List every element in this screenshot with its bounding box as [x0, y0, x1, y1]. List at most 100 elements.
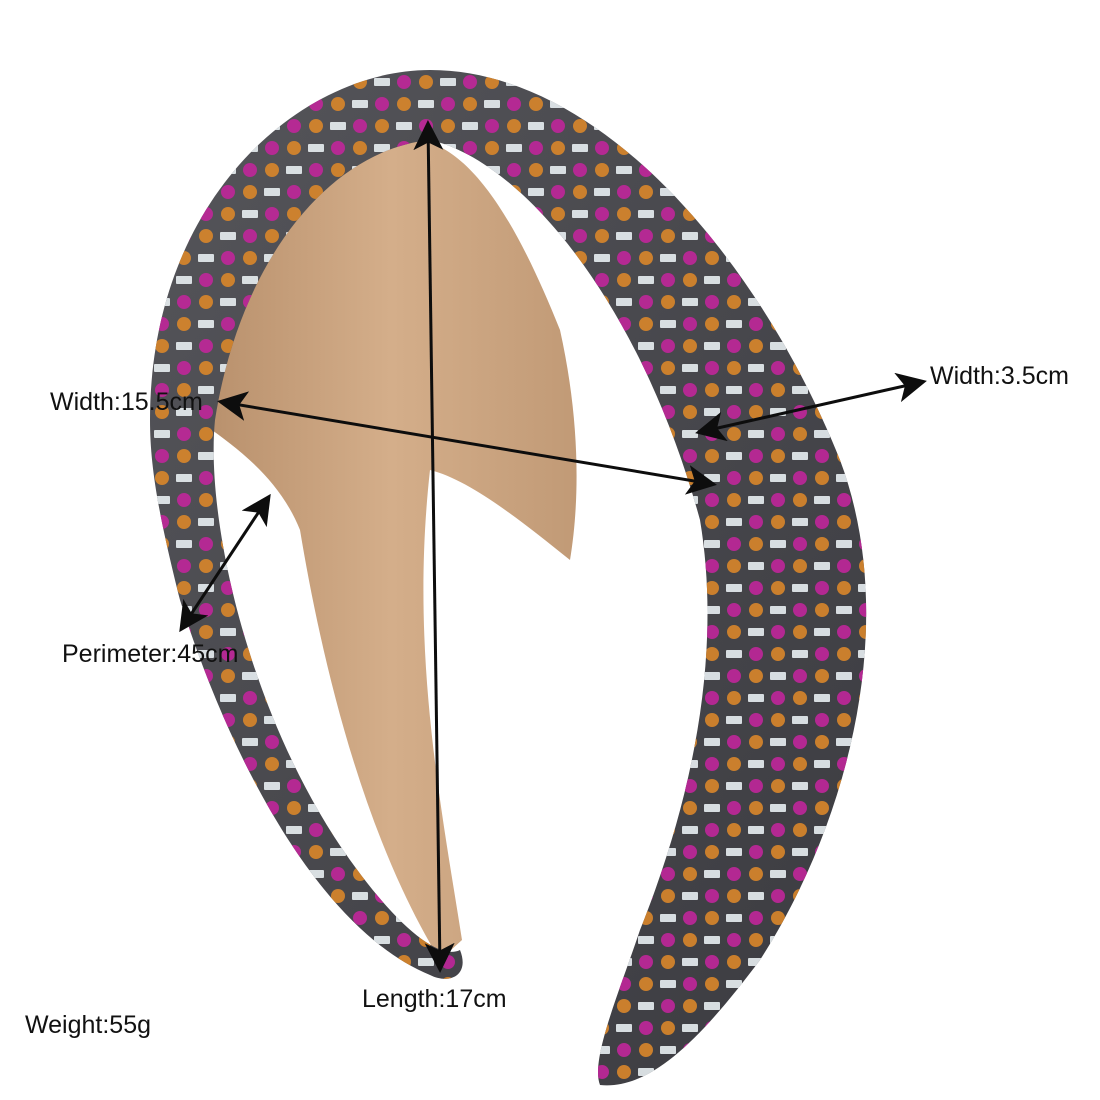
rhinestone [507, 163, 521, 177]
rhinestone [155, 581, 169, 595]
rhinestone [287, 779, 301, 793]
rhinestone [815, 515, 829, 529]
rhinestone [748, 100, 764, 108]
rhinestone [573, 977, 587, 991]
rhinestone [221, 845, 235, 859]
rhinestone [507, 1043, 521, 1057]
rhinestone [726, 188, 742, 196]
rhinestone [638, 1068, 654, 1076]
rhinestone [133, 625, 147, 639]
rhinestone [595, 405, 609, 419]
rhinestone [507, 581, 521, 595]
rhinestone [748, 958, 764, 966]
rhinestone [463, 1087, 477, 1100]
rhinestone [177, 691, 191, 705]
rhinestone [242, 1068, 258, 1076]
rhinestone [837, 361, 851, 375]
arrow-width-large [217, 391, 717, 495]
rhinestone [771, 163, 785, 177]
rhinestone [199, 955, 213, 969]
rhinestone [793, 163, 807, 177]
rhinestone [770, 342, 786, 350]
rhinestone [859, 273, 867, 287]
rhinestone [859, 1087, 873, 1100]
rhinestone [220, 100, 236, 108]
rhinestone [815, 251, 829, 265]
rhinestone [727, 801, 741, 815]
rhinestone [771, 625, 785, 639]
rhinestone [836, 144, 852, 152]
rhinestone [528, 188, 544, 196]
rhinestone [815, 185, 829, 199]
rhinestone [793, 691, 807, 705]
rhinestone [463, 97, 477, 111]
rhinestone [683, 845, 697, 859]
rhinestone [286, 562, 302, 570]
rhinestone [155, 185, 169, 199]
rhinestone [726, 254, 742, 262]
rhinestone [572, 738, 588, 746]
rhinestone [616, 496, 632, 504]
rhinestone [220, 1090, 236, 1098]
rhinestone [859, 757, 867, 771]
rhinestone [265, 1087, 279, 1100]
rhinestone [528, 1046, 544, 1054]
rhinestone [485, 911, 499, 925]
rhinestone [243, 757, 257, 771]
rhinestone [617, 647, 631, 661]
rhinestone [572, 342, 588, 350]
rhinestone [705, 845, 719, 859]
rhinestone [396, 56, 412, 64]
rhinestone [484, 100, 500, 108]
rhinestone [595, 1065, 609, 1079]
rhinestone [462, 56, 478, 64]
rhinestone [594, 56, 610, 64]
rhinestone [617, 933, 631, 947]
rhinestone [837, 713, 851, 727]
rhinestone [133, 295, 147, 309]
rhinestone [154, 364, 170, 372]
rhinestone [155, 603, 169, 617]
rhinestone [265, 735, 279, 749]
rhinestone [727, 691, 741, 705]
rhinestone [595, 1021, 609, 1035]
rhinestone [220, 298, 236, 306]
rhinestone [529, 141, 543, 155]
rhinestone [814, 364, 830, 372]
rhinestone [506, 672, 522, 680]
rhinestone [572, 1068, 588, 1076]
rhinestone [529, 823, 543, 837]
rhinestone [331, 757, 345, 771]
rhinestone [265, 889, 279, 903]
arrow-width-band [695, 372, 927, 442]
rhinestone [815, 207, 829, 221]
rhinestone [770, 210, 786, 218]
rhinestone [572, 276, 588, 284]
rhinestone [594, 320, 610, 328]
rhinestone [749, 867, 763, 881]
rhinestone [330, 914, 346, 922]
rhinestone [463, 625, 477, 639]
rhinestone [660, 848, 676, 856]
rhinestone [352, 958, 368, 966]
rhinestone [133, 867, 147, 881]
rhinestone [375, 119, 389, 133]
rhinestone [243, 625, 257, 639]
rhinestone [836, 540, 852, 548]
rhinestone [440, 804, 456, 812]
rhinestone [264, 782, 280, 790]
rhinestone [507, 823, 521, 837]
rhinestone [177, 493, 191, 507]
rhinestone [375, 1021, 389, 1035]
rhinestone [264, 1046, 280, 1054]
rhinestone [221, 911, 235, 925]
rhinestone [814, 892, 830, 900]
rhinestone [705, 317, 719, 331]
rhinestone [396, 1046, 412, 1054]
rhinestone [683, 911, 697, 925]
rhinestone [551, 713, 565, 727]
rhinestone [836, 276, 852, 284]
rhinestone [771, 823, 785, 837]
rhinestone [683, 933, 697, 947]
rhinestone [792, 386, 808, 394]
